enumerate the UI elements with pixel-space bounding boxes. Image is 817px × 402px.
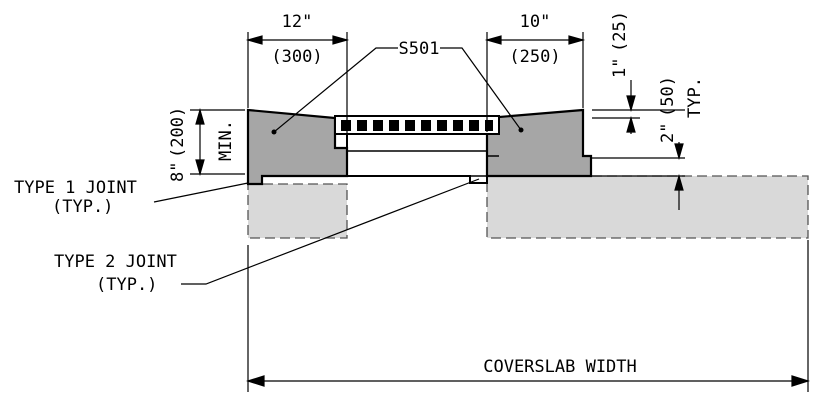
joint-region-right: [486, 175, 809, 239]
left-width-in: 12": [282, 12, 313, 32]
left-slab-section: [246, 108, 349, 186]
joint1-line1: TYPE 1 JOINT: [14, 178, 137, 198]
left-width-mm: (300): [271, 47, 322, 67]
joint-region: [247, 175, 809, 239]
grate-bar: [485, 120, 493, 131]
joint2-line2: (TYP.): [96, 275, 157, 295]
grate-bar: [357, 120, 367, 131]
grate-bar: [453, 120, 463, 131]
step-note: TYP.: [685, 77, 705, 118]
left-height-note: MIN.: [216, 120, 236, 161]
left-height-in: 8": [168, 162, 188, 182]
top-offset-mm: (25): [610, 11, 630, 52]
rebar-dot-left: [271, 129, 277, 135]
right-width-mm: (250): [509, 47, 560, 67]
right-width-in: 10": [520, 12, 551, 32]
step-mm: (50): [658, 76, 678, 117]
rebar-dot-right: [518, 127, 524, 133]
dimension-lines: [195, 35, 811, 387]
channel-outline: [346, 134, 488, 184]
joint2-line1: TYPE 2 JOINT: [54, 252, 177, 272]
top-offset-in: 1": [610, 58, 630, 78]
grate-assembly: [262, 115, 591, 184]
right-slab-section: [485, 108, 593, 178]
grate-bar: [373, 120, 383, 131]
step-in: 2": [658, 123, 678, 143]
rebar-label: S501: [399, 39, 440, 59]
s501-leader-right: [440, 47, 522, 131]
grate-bar: [389, 120, 399, 131]
leader-lines: [153, 47, 522, 285]
coverslab-width-label: COVERSLAB WIDTH: [483, 357, 637, 377]
grate-bar: [341, 120, 351, 131]
joint1-leader: [153, 182, 249, 203]
grate-bar: [405, 120, 415, 131]
joint-region-left: [247, 183, 348, 239]
grate-bar: [437, 120, 447, 131]
joint1-line2: (TYP.): [52, 197, 113, 217]
joint2-leader: [181, 178, 480, 285]
s501-leader-left: [273, 47, 398, 133]
grate-bar: [421, 120, 431, 131]
left-height-mm: (200): [168, 107, 188, 158]
grate-bar: [469, 120, 479, 131]
